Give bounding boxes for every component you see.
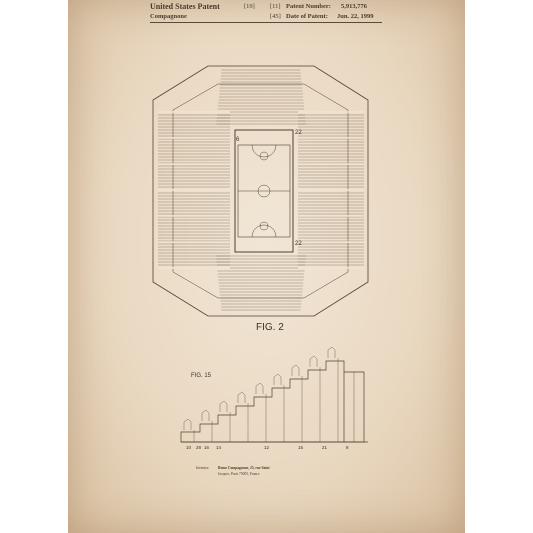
seat-figure bbox=[237, 391, 246, 403]
section-ref-2: 16 bbox=[204, 445, 210, 450]
patent-sheet: United States Patent [19] Compagnone [11… bbox=[68, 0, 465, 533]
inventor-line-1: Remo Compagnone, 25, rue Saint bbox=[218, 466, 270, 470]
arena-ref-bottom: 22 bbox=[295, 241, 302, 247]
inventor-label: Inventor: bbox=[196, 466, 210, 470]
section-ref-4: 12 bbox=[264, 445, 270, 450]
seat-figure bbox=[219, 400, 228, 412]
seat-figure bbox=[327, 346, 336, 358]
seat-figure bbox=[309, 355, 318, 367]
seating-section-drawing bbox=[180, 346, 368, 443]
patent-date: Jun. 22, 1999 bbox=[337, 13, 374, 20]
fig15-label: FIG. 15 bbox=[191, 373, 212, 379]
inventor-line-2: Jacques, Paris 75005, France bbox=[218, 472, 260, 476]
arena-ref-left: 6 bbox=[236, 137, 240, 143]
patent-number-label: Patent Number: bbox=[286, 3, 331, 10]
seat-figure bbox=[201, 409, 210, 421]
patent-number: 5,913,776 bbox=[341, 3, 367, 10]
patent-number-ref: [11] bbox=[270, 3, 281, 10]
date-label: Date of Patent: bbox=[286, 13, 328, 20]
section-ref-6: 21 bbox=[322, 445, 328, 450]
seat-figure bbox=[273, 373, 282, 385]
section-ref-1: 28 bbox=[196, 445, 202, 450]
date-ref: [45] bbox=[270, 13, 281, 20]
section-ref-5: 15 bbox=[298, 445, 304, 450]
seat-figure bbox=[255, 382, 264, 394]
arena-plan-drawing bbox=[152, 65, 369, 317]
section-ref-3: 14 bbox=[216, 445, 222, 450]
title-ref: [19] bbox=[244, 3, 255, 10]
arena-ref-top: 22 bbox=[295, 130, 302, 136]
seat-figure bbox=[291, 364, 300, 376]
section-ref-0: 10 bbox=[186, 445, 192, 450]
header-rule bbox=[150, 22, 382, 23]
section-ref-7: 8 bbox=[346, 445, 349, 450]
fig2-label: FIG. 2 bbox=[256, 322, 284, 333]
seat-figure bbox=[183, 418, 192, 430]
inventor-surname: Compagnone bbox=[150, 13, 187, 20]
patent-title: United States Patent bbox=[150, 2, 220, 11]
